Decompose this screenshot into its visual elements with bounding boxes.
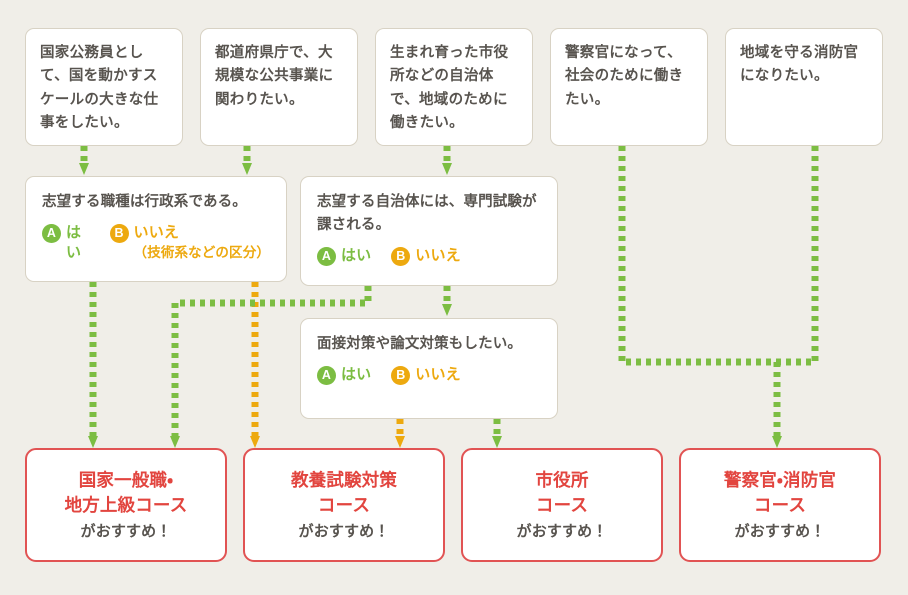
answer-label: はい <box>341 247 372 265</box>
answer-label: いいえ（技術系などの区分） <box>134 223 270 262</box>
answer-label: いいえ <box>415 366 461 384</box>
link-wish-police-down <box>618 146 815 366</box>
result-title: 市役所コース <box>535 469 589 515</box>
wish-text: 警察官になって、社会のために働きたい。 <box>565 45 684 108</box>
answer-group: A はい B いいえ <box>317 365 541 386</box>
wish-text: 地域を守る消防官になりたい。 <box>740 45 859 85</box>
wish-card-prefecture: 都道府県庁で、大規模な公共事業に関わりたい。 <box>200 28 358 146</box>
result-card-police-fire[interactable]: 警察官・消防官コース がおすすめ！ <box>679 448 881 562</box>
result-subtitle: がおすすめ！ <box>516 523 608 541</box>
wish-text: 国家公務員として、国を動かすスケールの大きな仕事をしたい。 <box>40 45 159 132</box>
result-subtitle: がおすすめ！ <box>80 523 172 541</box>
answer-option-b[interactable]: B いいえ（技術系などの区分） <box>109 223 270 262</box>
result-card-general-exam[interactable]: 教養試験対策コース がおすすめ！ <box>243 448 445 562</box>
result-subtitle: がおすすめ！ <box>298 523 390 541</box>
wish-text: 生まれ育った市役所などの自治体で、地域のために働きたい。 <box>390 45 509 132</box>
wish-card-cityhall: 生まれ育った市役所などの自治体で、地域のために働きたい。 <box>375 28 533 146</box>
wish-text: 都道府県庁で、大規模な公共事業に関わりたい。 <box>215 45 334 108</box>
badge-a-icon: A <box>317 366 336 386</box>
answer-sublabel: （技術系などの区分） <box>133 245 270 261</box>
answer-label: はい <box>66 224 82 262</box>
result-title: 警察官・消防官コース <box>723 469 837 515</box>
answer-group: A はい B いいえ（技術系などの区分） <box>42 223 270 264</box>
badge-a-icon: A <box>317 247 336 267</box>
answer-label: いいえ <box>415 247 461 265</box>
result-title: 教養試験対策コース <box>290 469 398 515</box>
answer-option-a[interactable]: A はい <box>42 223 90 264</box>
answer-option-b[interactable]: B いいえ <box>391 365 461 386</box>
answer-group: A はい B いいえ <box>317 246 541 267</box>
result-subtitle: がおすすめ！ <box>734 523 826 541</box>
answer-option-b[interactable]: B いいえ <box>391 246 461 267</box>
result-card-national-local[interactable]: 国家一般職・地方上級コース がおすすめ！ <box>25 448 227 562</box>
question-text: 面接対策や論文対策もしたい。 <box>317 336 523 352</box>
result-title: 国家一般職・地方上級コース <box>64 469 188 515</box>
badge-b-icon: B <box>391 247 411 267</box>
question-card-interview: 面接対策や論文対策もしたい。 A はい B いいえ <box>300 318 558 419</box>
question-card-admin: 志望する職種は行政系である。 A はい B いいえ（技術系などの区分） <box>25 176 287 282</box>
result-card-cityhall[interactable]: 市役所コース がおすすめ！ <box>461 448 663 562</box>
badge-b-icon: B <box>109 224 129 244</box>
question-card-specialized: 志望する自治体には、専門試験が課される。 A はい B いいえ <box>300 176 558 286</box>
question-text: 志望する自治体には、専門試験が課される。 <box>317 194 537 234</box>
answer-label: はい <box>341 366 372 384</box>
wish-card-police: 警察官になって、社会のために働きたい。 <box>550 28 708 146</box>
badge-b-icon: B <box>391 366 411 386</box>
badge-a-icon: A <box>42 224 61 244</box>
answer-option-a[interactable]: A はい <box>317 246 372 267</box>
answer-option-a[interactable]: A はい <box>317 365 372 386</box>
wish-card-national: 国家公務員として、国を動かすスケールの大きな仕事をしたい。 <box>25 28 183 146</box>
question-text: 志望する職種は行政系である。 <box>42 194 247 210</box>
wish-card-fire: 地域を守る消防官になりたい。 <box>725 28 883 146</box>
